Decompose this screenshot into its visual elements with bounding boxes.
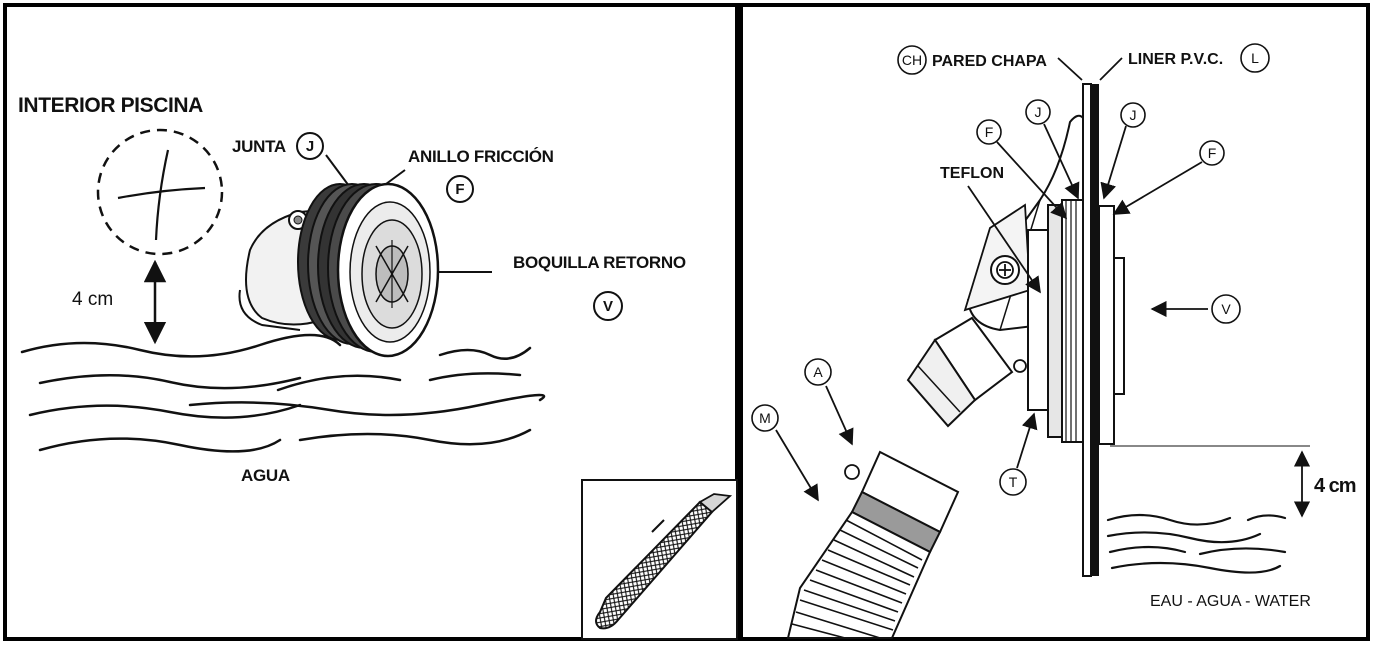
ring-right-arrow — [1112, 161, 1203, 215]
liner-letter-circle — [1240, 43, 1270, 73]
liner-letter: L — [1251, 50, 1259, 66]
ring-leader — [385, 169, 406, 185]
pool-wall — [1082, 83, 1092, 577]
distance-label: 4 cm — [72, 289, 113, 310]
wall-leader — [1057, 57, 1083, 81]
wall-letter: CH — [902, 52, 922, 68]
ring-left-letter: F — [985, 124, 994, 140]
body-circle — [999, 468, 1027, 496]
gasket-letter: J — [306, 138, 314, 155]
gasket-left-letter: J — [1035, 104, 1042, 120]
adapter-circle — [804, 358, 832, 386]
position-target — [96, 128, 224, 256]
nozzle-label: BOQUILLA RETORNO — [513, 253, 686, 272]
frame-left — [3, 3, 739, 641]
ring-label: ANILLO FRICCIÓN — [408, 147, 554, 166]
ring-right-circle — [1199, 140, 1225, 166]
teflon-arrow — [967, 185, 1041, 294]
hose-arrow — [775, 429, 819, 502]
body-arrow — [1016, 412, 1038, 469]
adapter-letter: A — [813, 364, 823, 380]
ring-left-arrow — [996, 141, 1068, 220]
nozzle-right-letter: V — [1221, 301, 1231, 317]
hose-circle — [751, 404, 779, 432]
hose-letter: M — [759, 410, 771, 426]
left-panel: INTERIOR PISCINA 4 cm JUNTA J ANILLO FRI… — [18, 94, 738, 640]
wall-label: PARED CHAPA — [932, 53, 1047, 70]
nozzle-letter: V — [603, 298, 613, 315]
ring-letter-circle — [446, 175, 474, 203]
gasket-label: JUNTA — [232, 137, 286, 156]
return-fitting-section — [906, 114, 1125, 445]
liner-leader — [1099, 57, 1123, 81]
ring-right-letter: F — [1208, 145, 1217, 161]
water-right-label: EAU - AGUA - WATER — [1150, 593, 1311, 610]
ring-letter: F — [455, 181, 464, 198]
gasket-right-arrow — [1100, 125, 1127, 200]
hose-illustration — [786, 450, 960, 639]
water-waves — [20, 333, 546, 453]
nozzle-letter-circle — [593, 291, 623, 321]
ring-left-circle — [976, 119, 1002, 145]
adapter-arrow — [825, 385, 854, 446]
body-letter: T — [1009, 474, 1018, 490]
gasket-left-circle — [1025, 99, 1051, 125]
return-nozzle-illustration — [238, 182, 440, 358]
gasket-letter-circle — [296, 132, 324, 160]
water-label: AGUA — [241, 466, 290, 485]
interior-label: INTERIOR PISCINA — [18, 94, 203, 117]
liner-sheet — [1091, 84, 1099, 576]
utility-knife-inset — [581, 479, 738, 640]
gasket-right-letter: J — [1130, 107, 1137, 123]
distance-right-label: 4 cm — [1314, 475, 1356, 497]
water-waves-right — [1106, 513, 1287, 574]
liner-label: LINER P.V.C. — [1128, 51, 1223, 68]
frame-right — [739, 3, 1370, 641]
wall-letter-circle — [897, 45, 927, 75]
nozzle-circle — [1211, 294, 1241, 324]
right-panel: CH PARED CHAPA LINER P.V.C. L — [751, 43, 1357, 639]
gasket-left-arrow — [1043, 123, 1080, 200]
teflon-label: TEFLON — [940, 165, 1004, 182]
gasket-right-circle — [1120, 102, 1146, 128]
